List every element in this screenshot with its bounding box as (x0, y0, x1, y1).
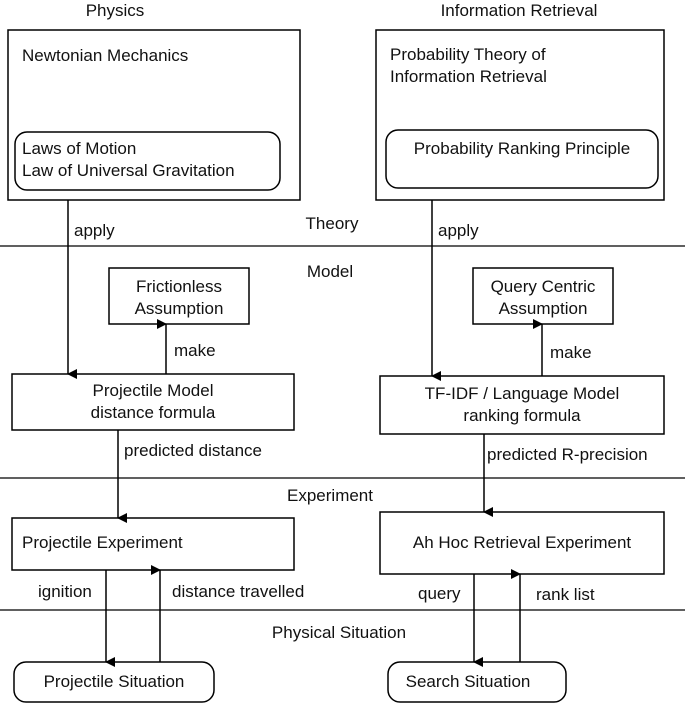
ir-predicted-label: predicted R-precision (487, 445, 648, 464)
ir-apply-label: apply (438, 221, 479, 240)
physics-laws-box (14, 131, 281, 191)
ir-model-box (379, 375, 665, 435)
ir-make-label: make (550, 343, 592, 362)
physics-column-title: Physics (85, 1, 145, 20)
physics-model-box (11, 373, 295, 431)
physics-model-line2: distance formula (90, 403, 216, 422)
physics-feedback-label: distance travelled (172, 582, 305, 601)
ir-query-label: query (418, 584, 461, 603)
layer-label-physical: Physical Situation (271, 623, 407, 642)
ir-experiment-label: Ah Hoc Retrieval Experiment (412, 533, 632, 552)
physics-laws-line2: Law of Universal Gravitation (22, 161, 235, 180)
physics-assumption-line1: Frictionless (136, 277, 222, 296)
ir-situation-label: Search Situation (405, 672, 531, 691)
layer-label-model: Model (306, 262, 354, 281)
ir-principle-label: Probability Ranking Principle (413, 139, 631, 158)
physics-make-label: make (174, 341, 216, 360)
ir-assumption-line2: Assumption (498, 299, 588, 318)
physics-experiment-label: Projectile Experiment (22, 533, 183, 552)
ir-experiment-box (379, 511, 665, 575)
ir-column-title: Information Retrieval (440, 1, 598, 20)
physics-predicted-label: predicted distance (124, 441, 262, 460)
physics-assumption-line2: Assumption (134, 299, 224, 318)
ir-assumption-line1: Query Centric (490, 277, 596, 296)
ir-feedback-label: rank list (536, 585, 595, 604)
ir-assumption-box (472, 267, 614, 325)
layer-label-experiment: Experiment (287, 486, 373, 505)
physics-model-line1: Projectile Model (92, 381, 214, 400)
ir-theory-line2: Information Retrieval (390, 67, 547, 86)
physics-theory-box (7, 29, 301, 201)
ir-theory-box (375, 29, 665, 201)
physics-laws-line1: Laws of Motion (22, 139, 137, 158)
layer-label-theory: Theory (305, 214, 359, 233)
physics-assumption-box (108, 267, 250, 325)
ir-theory-line1: Probability Theory of (390, 45, 546, 64)
ir-principle-box (385, 129, 659, 189)
physics-theory-label: Newtonian Mechanics (22, 46, 189, 65)
physics-situation-label: Projectile Situation (43, 672, 185, 691)
ir-model-line1: TF-IDF / Language Model (424, 384, 620, 403)
physics-ignition-label: ignition (38, 582, 92, 601)
physics-apply-label: apply (74, 221, 115, 240)
ir-model-line2: ranking formula (463, 406, 581, 425)
